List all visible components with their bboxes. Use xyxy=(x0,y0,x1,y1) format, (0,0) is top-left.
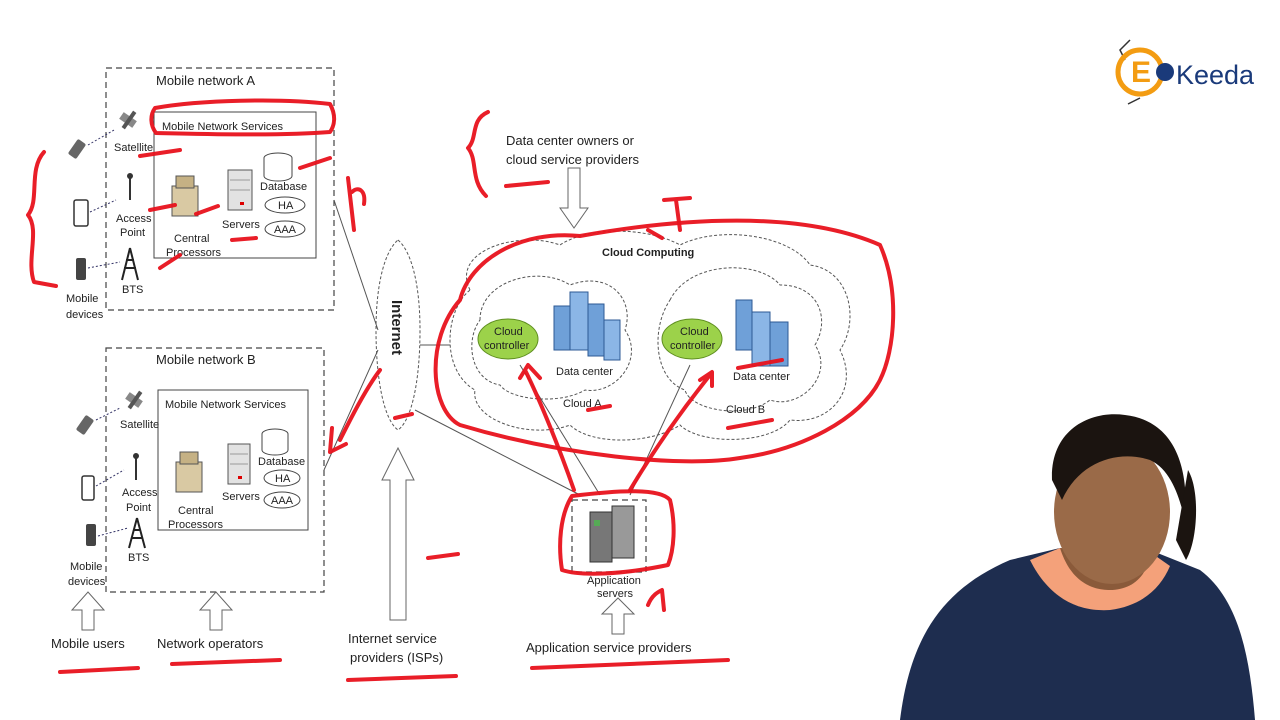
dc-owners-line2: cloud service providers xyxy=(506,152,639,167)
bts-label-b: BTS xyxy=(128,552,149,564)
mobile-device-icons xyxy=(76,407,129,546)
controller-b-1: Cloud xyxy=(680,326,709,338)
bts-label: BTS xyxy=(122,284,143,296)
access-point-icon xyxy=(133,453,139,480)
data-center-a-icon xyxy=(553,291,621,361)
ha-label-b: HA xyxy=(275,473,291,485)
bts-tower-icon xyxy=(128,517,146,549)
central-label-b2: Processors xyxy=(168,519,224,531)
server-icon xyxy=(227,169,253,211)
servers-label-b: Servers xyxy=(222,491,260,503)
app-servers-label-2: servers xyxy=(597,588,634,600)
presenter-image xyxy=(900,414,1255,720)
cloud-computing-title: Cloud Computing xyxy=(602,247,694,259)
database-icon xyxy=(261,428,289,456)
cloud-controller-b xyxy=(661,318,723,360)
network-a-title: Mobile network A xyxy=(156,73,255,88)
controller-a-2: controller xyxy=(484,340,530,352)
controller-a-1: Cloud xyxy=(494,326,523,338)
app-servers-label-1: Application xyxy=(587,575,641,587)
satellite-label-b: Satellite xyxy=(120,419,159,431)
central-processor-icon xyxy=(175,451,203,493)
network-b-services: Mobile Network Services xyxy=(165,399,287,411)
network-a-services: Mobile Network Services xyxy=(162,121,284,133)
isps-label-2: providers (ISPs) xyxy=(350,650,443,665)
devices-label-2: devices xyxy=(66,309,104,321)
central-label-b1: Central xyxy=(178,505,213,517)
server-rack-icon xyxy=(589,505,635,563)
central-label-1: Central xyxy=(174,233,209,245)
central-processor-icon xyxy=(171,175,199,217)
servers-label: Servers xyxy=(222,219,260,231)
bts-tower-icon xyxy=(121,247,139,281)
network-operators-label: Network operators xyxy=(157,636,264,651)
red-annotations xyxy=(26,98,896,682)
cloud-b-label: Cloud B xyxy=(726,404,765,416)
cloud-a-label: Cloud A xyxy=(563,398,602,410)
mobile-device-icons xyxy=(68,129,121,280)
mobile-network-b: Mobile network B Mobile Network Services… xyxy=(68,347,325,593)
application-servers: Application servers xyxy=(571,499,647,600)
data-center-b-label: Data center xyxy=(733,371,790,383)
devices-label-b1: Mobile xyxy=(70,561,102,573)
data-center-a-label: Data center xyxy=(556,366,613,378)
database-label-b: Database xyxy=(258,456,305,468)
aaa-label-b: AAA xyxy=(271,495,294,507)
data-center-b-icon xyxy=(735,299,789,367)
database-icon xyxy=(263,152,293,182)
server-icon xyxy=(227,443,251,485)
internet-cloud: Internet xyxy=(323,199,581,621)
access-label-b2: Point xyxy=(126,502,151,514)
access-label-b1: Access xyxy=(122,487,158,499)
aaa-label: AAA xyxy=(274,224,297,236)
controller-b-2: controller xyxy=(670,340,716,352)
up-arrow-icon xyxy=(198,591,234,631)
cloud-controller-a xyxy=(477,318,539,360)
devices-label-1: Mobile xyxy=(66,293,98,305)
network-b-title: Mobile network B xyxy=(156,352,256,367)
cloud-computing: Cloud Computing Cloud controller Data ce… xyxy=(449,230,851,496)
asps-label: Application service providers xyxy=(526,640,692,655)
up-arrow-icon xyxy=(600,597,636,635)
up-arrow-icon xyxy=(70,591,106,631)
isps-label-1: Internet service xyxy=(348,631,437,646)
satellite-icon xyxy=(119,110,137,130)
satellite-label: Satellite xyxy=(114,142,153,154)
mobile-network-a: Mobile network A Mobile Network Services… xyxy=(66,67,335,321)
internet-label: Internet xyxy=(388,300,405,355)
database-label: Database xyxy=(260,181,307,193)
access-point-icon xyxy=(127,173,133,200)
dc-owners-line1: Data center owners or xyxy=(506,133,635,148)
down-arrow-icon xyxy=(559,167,589,229)
logo-text: Keeda xyxy=(1176,60,1255,90)
logo-letter: E xyxy=(1131,56,1151,89)
access-label-1: Access xyxy=(116,213,152,225)
devices-label-b2: devices xyxy=(68,576,106,588)
mobile-users-label: Mobile users xyxy=(51,636,125,651)
ekeeda-logo: E Keeda xyxy=(1115,39,1255,105)
satellite-icon xyxy=(125,390,143,410)
access-label-2: Point xyxy=(120,227,145,239)
ha-label: HA xyxy=(278,200,294,212)
